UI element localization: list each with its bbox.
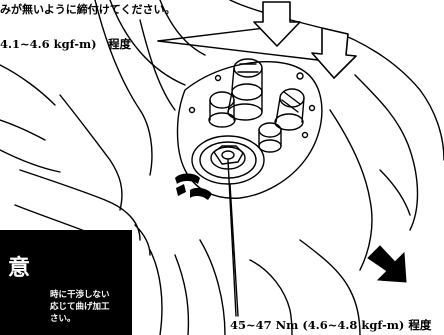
arrow-right [311,27,357,79]
arrow-left [253,1,301,47]
lower-left-fitting [208,91,236,128]
caution-note-box: 意 時に干渉しない 応じて曲げ加工 さい。 [0,230,132,335]
engine-block-plate [176,61,323,199]
upper-torque-spec: 4.1~4.6 kgf-m) 程度 [0,37,132,51]
center-fitting [258,122,282,153]
bolt-marks [175,173,212,200]
upper-fitting [227,58,263,121]
caution-note-title: 意 [8,255,31,281]
front-direction-arrow [367,245,407,283]
caution-note-line: 応じて曲げ加工 [50,302,110,312]
tighten-instruction-text: みが無いように締付けてください。 [0,3,176,16]
pointer-arrows [253,1,357,79]
caution-note-line: 時に干渉しない [50,290,110,300]
filter-center-bolt [191,135,265,185]
caution-note-line: さい。 [50,314,76,324]
leader-lines [157,27,319,317]
center-bolt-torque-spec: 45~47 Nm (4.6~4.8 kgf-m) 程度 [230,318,432,332]
right-fitting [274,88,305,131]
